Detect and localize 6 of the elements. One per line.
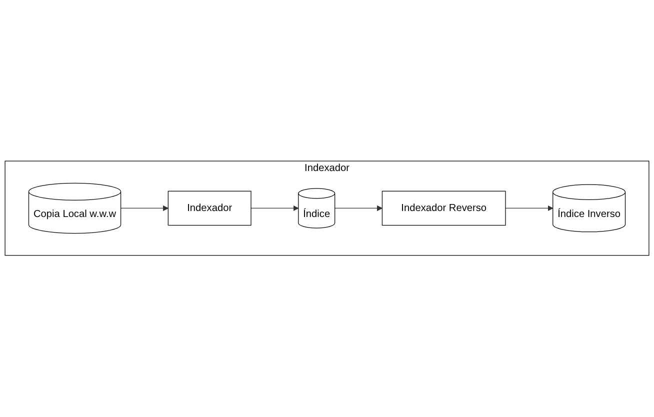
arrow xyxy=(120,206,168,212)
node-box: Indexador xyxy=(168,191,252,226)
arrow xyxy=(334,206,382,212)
arrow xyxy=(250,206,299,212)
node-box: Indexador Reverso xyxy=(382,191,506,226)
arrow xyxy=(505,206,554,212)
